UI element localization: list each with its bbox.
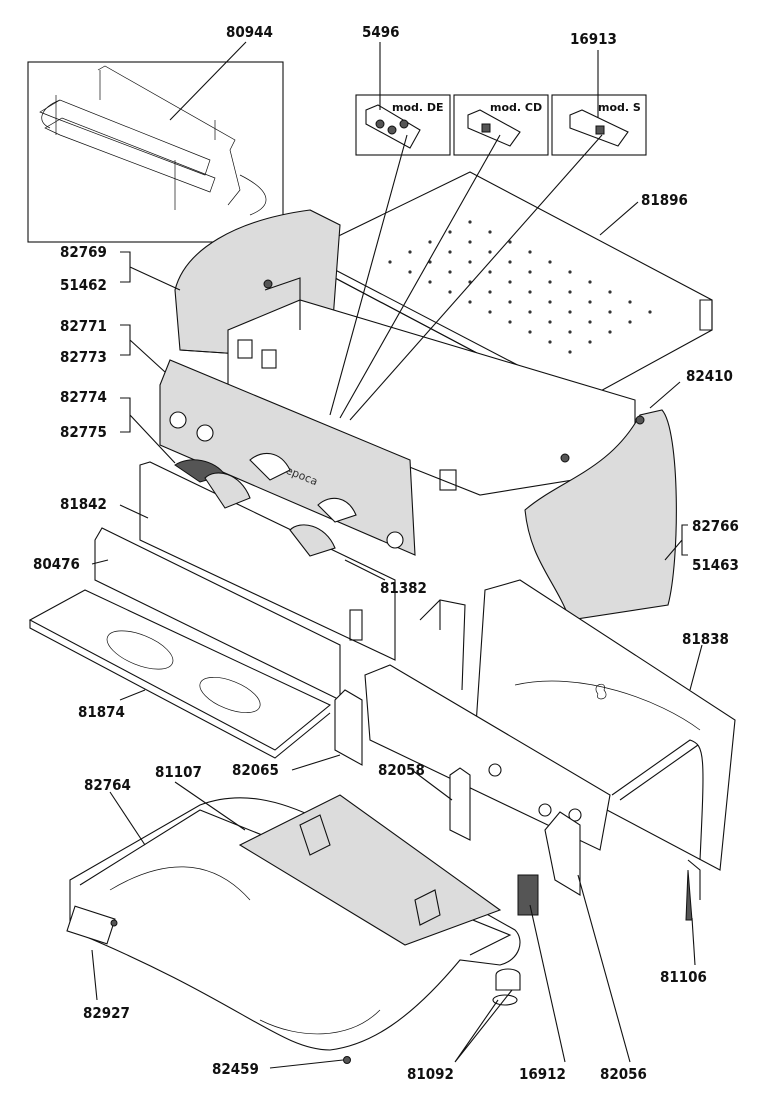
drip-tray-base xyxy=(66,797,521,1051)
part-label: 82410 xyxy=(686,367,733,385)
bracket-82065 xyxy=(334,689,363,766)
main-chassis-frame xyxy=(364,599,704,900)
part-label: 81106 xyxy=(660,968,707,986)
part-label: 16912 xyxy=(519,1065,566,1083)
part-label: 82459 xyxy=(212,1060,259,1078)
part-label: 82773 xyxy=(60,348,107,366)
part-label: 81382 xyxy=(380,579,427,597)
module-box-cd xyxy=(453,94,549,156)
module-box-de xyxy=(355,94,451,156)
part-label: 81874 xyxy=(78,703,125,721)
part-label: 81092 xyxy=(407,1065,454,1083)
part-label: 82769 xyxy=(60,243,107,261)
bracket-82056 xyxy=(544,811,581,896)
top-cup-tray xyxy=(319,171,713,406)
part-label: 51462 xyxy=(60,276,107,294)
part-label: 82056 xyxy=(600,1065,647,1083)
part-label: 82771 xyxy=(60,317,107,335)
switch-block-16912 xyxy=(517,874,539,916)
part-label: 80944 xyxy=(226,23,273,41)
part-label: 82766 xyxy=(692,517,739,535)
part-labels: 80944 5496 16913 81896 82769 51462 82771… xyxy=(33,23,739,1083)
part-label: 82927 xyxy=(83,1004,130,1022)
drip-plate xyxy=(94,527,341,701)
module-label-cd: mod. CD xyxy=(490,101,542,114)
mesh-filter xyxy=(238,794,502,946)
part-label: 82774 xyxy=(60,388,107,406)
module-card-group: mod. DE mod. CD mod. S xyxy=(355,94,647,156)
rear-panel xyxy=(474,579,736,871)
part-label: 82764 xyxy=(84,776,131,794)
part-label: 81107 xyxy=(155,763,202,781)
part-label: 81842 xyxy=(60,495,107,513)
front-control-panel: epoca xyxy=(159,359,416,556)
module-box-s xyxy=(551,94,647,156)
badge-plate xyxy=(66,905,116,945)
leader-lines xyxy=(91,41,703,1069)
part-label: 16913 xyxy=(570,30,617,48)
heating-element-inset xyxy=(27,61,284,243)
module-label-de: mod. DE xyxy=(392,101,444,114)
drip-grille xyxy=(28,589,332,759)
part-label: 82065 xyxy=(232,761,279,779)
part-label: 81896 xyxy=(641,191,688,209)
right-side-panel xyxy=(524,409,677,621)
part-label: 80476 xyxy=(33,555,80,573)
part-label: 51463 xyxy=(692,556,739,574)
brackets xyxy=(334,689,581,916)
part-label: 82058 xyxy=(378,761,425,779)
module-label-s: mod. S xyxy=(598,101,641,114)
part-label: 81838 xyxy=(682,630,729,648)
bracket-82058 xyxy=(449,767,471,841)
part-label: 82775 xyxy=(60,423,107,441)
feet-and-screws xyxy=(110,869,693,1064)
front-steel-plate xyxy=(139,461,396,661)
part-label: 5496 xyxy=(362,23,400,41)
